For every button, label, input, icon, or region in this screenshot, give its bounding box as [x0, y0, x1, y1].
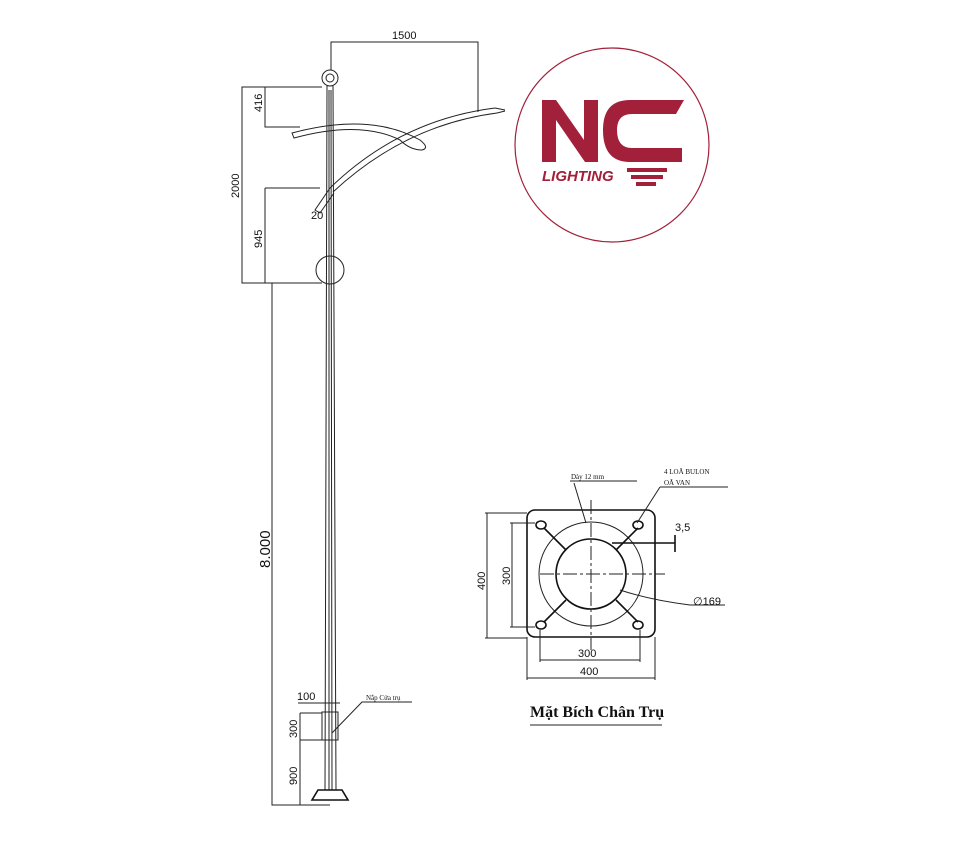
bolt-label-1: 4 LOÃ BULON: [664, 468, 710, 476]
bolt-label-2: OÃ VAN: [664, 479, 690, 487]
dim-400-vertical: 400: [476, 572, 488, 590]
dim-line-1500: [330, 41, 479, 112]
logo-n-mark: [542, 100, 598, 162]
arms: [291, 107, 506, 214]
pole-door: [321, 711, 339, 741]
dim-1500: 1500: [392, 30, 416, 42]
dim-300-door: 300: [288, 720, 300, 738]
pole: [310, 69, 350, 801]
pole-base: [310, 789, 350, 801]
nc-lighting-logo: LIGHTING: [514, 47, 710, 243]
logo-c-mark: [603, 100, 684, 162]
flange-plan: Dày 12 mm 4 LOÃ BULON OÃ VAN 3,5 ∅169 40…: [476, 468, 728, 726]
thickness-label: Dày 12 mm: [571, 473, 605, 481]
bolt-hole: [535, 520, 547, 530]
arm-joint-detail: [315, 255, 345, 285]
dim-100: 100: [297, 691, 315, 703]
diameter-label: ∅169: [693, 596, 721, 608]
bolt-hole: [632, 620, 644, 630]
dim-945: 945: [253, 230, 265, 248]
dim-400-horizontal: 400: [580, 666, 598, 678]
logo-tagline: LIGHTING: [542, 168, 614, 185]
door-label: Nắp Cửa trụ: [366, 694, 401, 702]
dim-900: 900: [288, 767, 300, 785]
dim-angle-20: 20: [311, 210, 323, 222]
wall-thickness-label: 3,5: [675, 522, 690, 534]
flange-title: Mặt Bích Chân Trụ: [530, 704, 664, 721]
dim-300-vertical: 300: [501, 567, 513, 585]
dim-8000: 8.000: [257, 530, 274, 568]
dim-2000: 2000: [230, 174, 242, 198]
dim-416: 416: [253, 94, 265, 112]
bolt-hole: [535, 620, 547, 630]
dim-300-horizontal: 300: [578, 648, 596, 660]
top-cap: [321, 69, 339, 87]
